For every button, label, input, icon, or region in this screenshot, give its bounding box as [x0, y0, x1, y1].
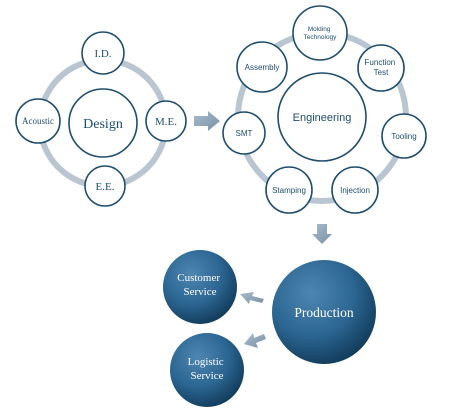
logistic-service-line1: Logistic — [188, 356, 224, 368]
logistic-service-label: Logistic Service — [188, 356, 227, 382]
design-node-ee-label: E.E. — [96, 181, 115, 193]
engineering-node-function-test — [357, 44, 405, 92]
engineering-node-assembly — [236, 41, 288, 93]
design-node-me — [145, 100, 187, 142]
design-node-acoustic-label: Acoustic — [22, 116, 54, 126]
engineering-node-tooling — [381, 113, 427, 159]
engineering-node-injection-label: Injection — [340, 186, 370, 195]
design-cluster: Design I.D. M.E. E.E. Acoustic — [15, 31, 187, 207]
engineering-node-smt — [222, 111, 266, 155]
arrow-design-to-engineering — [194, 111, 220, 131]
engineering-node-stamping — [265, 166, 313, 214]
logistic-service-circle — [170, 333, 244, 407]
design-node-ee — [84, 165, 126, 207]
arrow-engineering-to-production — [312, 224, 332, 244]
logistic-service-line2: Service — [191, 370, 224, 382]
molding-technology-line1: Molding — [308, 26, 331, 33]
design-node-id-label: I.D. — [94, 48, 111, 60]
engineering-node-tooling-label: Tooling — [391, 132, 416, 141]
design-node-me-label: M.E. — [155, 116, 177, 128]
production-label: Production — [294, 305, 353, 320]
engineering-cluster: Engineering Molding Technology Function … — [222, 5, 427, 214]
engineering-node-injection — [331, 166, 379, 214]
arrow-production-to-logistic-service — [244, 333, 266, 348]
production-cluster: Production Customer Service Logistic Ser… — [163, 250, 376, 407]
design-center-circle — [68, 88, 138, 158]
customer-service-line1: Customer — [177, 272, 220, 284]
engineering-node-molding-technology — [292, 5, 348, 61]
engineering-center-label: Engineering — [293, 112, 352, 124]
engineering-node-smt-label: SMT — [236, 129, 253, 138]
function-test-line2: Test — [374, 68, 389, 77]
arrow-production-to-customer-service — [240, 292, 264, 304]
engineering-node-function-test-label: Function Test — [365, 58, 398, 77]
design-node-acoustic — [15, 98, 61, 144]
customer-service-circle — [163, 250, 237, 324]
design-node-id — [81, 31, 125, 75]
customer-service-label: Customer Service — [177, 272, 223, 298]
engineering-center-circle — [277, 72, 367, 162]
engineering-node-molding-technology-label: Molding Technology — [304, 26, 338, 41]
molding-technology-line2: Technology — [304, 34, 338, 41]
engineering-node-assembly-label: Assembly — [245, 63, 280, 72]
engineering-node-stamping-label: Stamping — [272, 186, 306, 195]
customer-service-line2: Service — [184, 286, 217, 298]
production-circle — [272, 260, 376, 364]
function-test-line1: Function — [365, 58, 396, 67]
design-center-label: Design — [83, 117, 123, 132]
